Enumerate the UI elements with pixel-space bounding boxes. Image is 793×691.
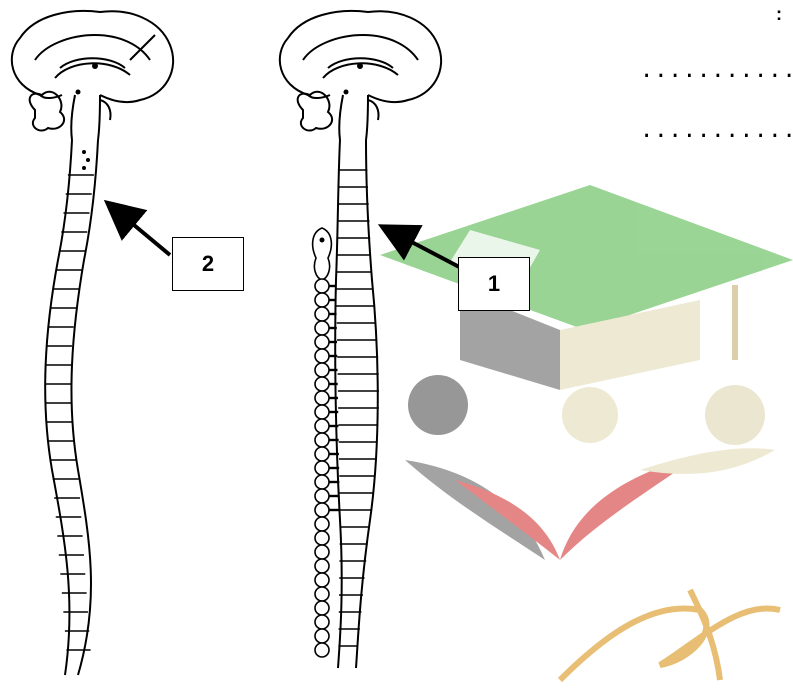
chain-ganglion [315, 615, 329, 629]
spinal-segments-right [336, 170, 379, 646]
label-box-2: 2 [172, 237, 244, 291]
chain-ganglion [315, 433, 329, 447]
chain-ganglion [315, 279, 329, 293]
chain-ganglion [315, 321, 329, 335]
chain-ganglion [315, 643, 329, 657]
chain-ganglion [315, 391, 329, 405]
chain-ganglion [315, 559, 329, 573]
corner-mark: : [776, 4, 782, 25]
label-2-text: 2 [202, 251, 214, 277]
chain-ganglion [315, 545, 329, 559]
figure-brain-spinal-cord-left [12, 11, 173, 675]
answer-line-1: ............ [640, 58, 793, 83]
brainstem-dots-left [76, 63, 99, 170]
chain-ganglion [315, 489, 329, 503]
chain-ganglion [315, 405, 329, 419]
arrow-label-2 [110, 205, 170, 255]
chain-ganglion [315, 517, 329, 531]
chain-ganglion [315, 461, 329, 475]
chain-ganglion [315, 503, 329, 517]
chain-ganglion [315, 307, 329, 321]
label-1-text: 1 [488, 271, 500, 297]
chain-ganglion [315, 419, 329, 433]
chain-ganglion [315, 363, 329, 377]
chain-ganglion [315, 629, 329, 643]
chain-ganglion [315, 531, 329, 545]
chain-ganglion [315, 601, 329, 615]
chain-ganglion [315, 573, 329, 587]
label-box-1: 1 [458, 257, 530, 311]
sympathetic-chain-beads [315, 279, 329, 657]
chain-ganglion [315, 587, 329, 601]
chain-ganglion [315, 475, 329, 489]
brainstem-dots-right [344, 63, 364, 95]
chain-ganglion [315, 335, 329, 349]
chain-ganglion [315, 293, 329, 307]
answer-line-2: ............ [640, 118, 793, 143]
sympathetic-chain [313, 228, 332, 280]
chain-ganglion [315, 377, 329, 391]
chain-ganglion [315, 447, 329, 461]
chain-top-dot [320, 238, 325, 243]
chain-ganglion [315, 349, 329, 363]
